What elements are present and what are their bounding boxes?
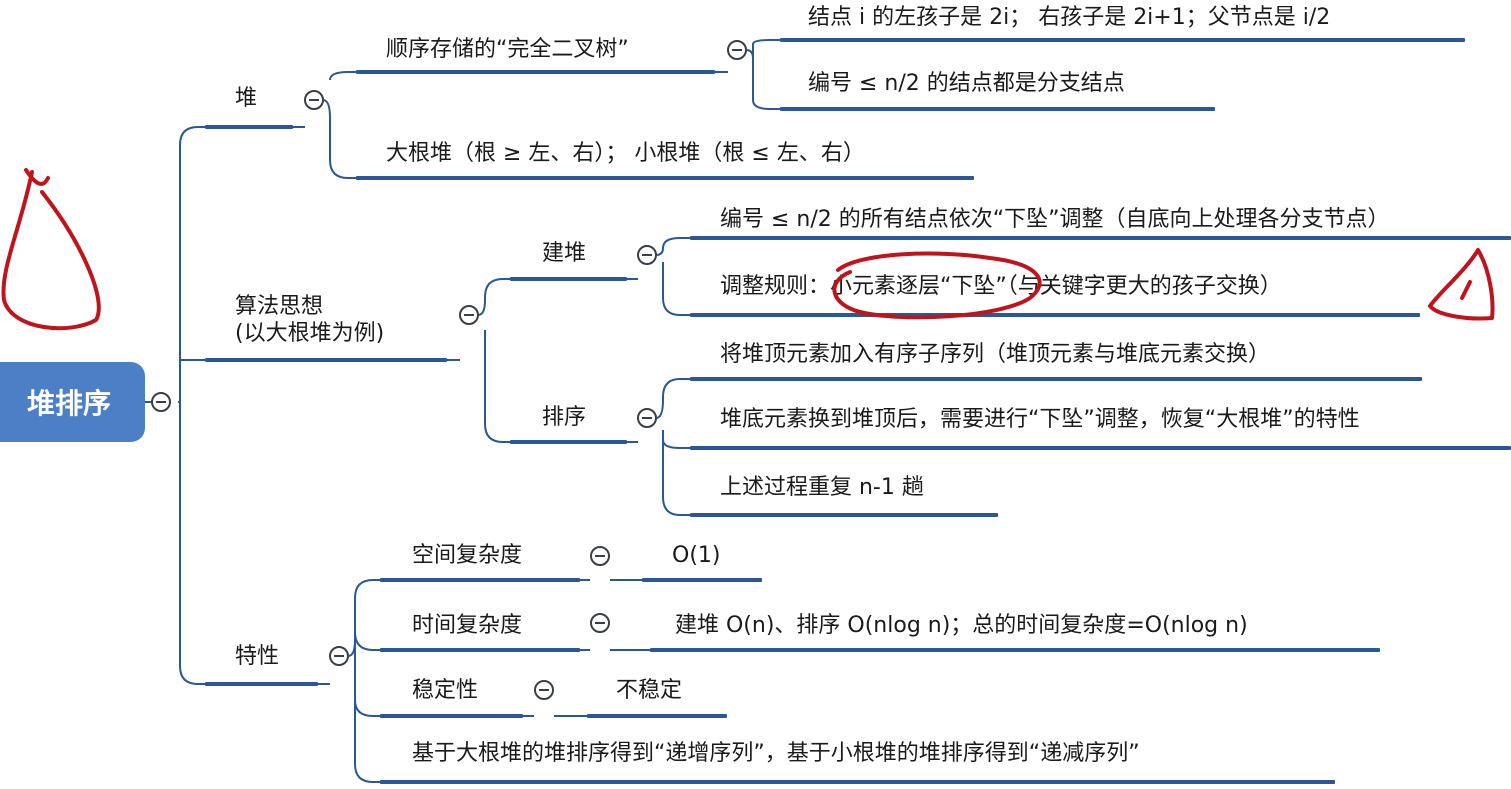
collapse-time-icon[interactable] — [590, 613, 610, 633]
node-heap-underline — [205, 125, 293, 129]
collapse-space-icon[interactable] — [590, 546, 610, 566]
collapse-sort-icon[interactable] — [637, 408, 657, 428]
node-props-underline — [205, 682, 318, 686]
node-heap-label: 堆 — [235, 86, 258, 111]
node-sort-c3-underline — [690, 513, 998, 517]
node-heap-seq-child2-underline — [780, 107, 1215, 111]
node-time-value-underline — [650, 648, 1380, 652]
node-space-value: O(1) — [672, 543, 721, 568]
node-heap-seq-underline — [356, 70, 715, 74]
node-heap-seq-child1-underline — [780, 38, 1465, 42]
node-space-underline — [380, 578, 580, 582]
node-build-c2: 调整规则：小元素逐层“下坠”（与关键字更大的孩子交换） — [720, 274, 1282, 299]
node-sort-c1: 将堆顶元素加入有序子序列（堆顶元素与堆底元素交换） — [720, 342, 1271, 367]
collapse-heap-icon[interactable] — [304, 90, 324, 110]
node-sort-c2: 堆底元素换到堆顶后，需要进行“下坠”调整，恢复“大根堆”的特性 — [720, 407, 1360, 432]
collapse-stable-icon[interactable] — [534, 680, 554, 700]
node-heap-seq-label: 顺序存储的“完全二叉树” — [386, 37, 629, 62]
node-props-note-underline — [380, 780, 1335, 784]
node-sort-c2-underline — [690, 446, 1511, 450]
node-space-label: 空间复杂度 — [412, 543, 523, 568]
collapse-algo-icon[interactable] — [459, 305, 479, 325]
node-build-label: 建堆 — [542, 241, 587, 266]
node-build-c2-underline — [690, 313, 1420, 317]
node-heap-kinds: 大根堆（根 ≥ 左、右）； 小根堆（根 ≤ 左、右） — [386, 141, 865, 166]
node-build-c1-underline — [690, 236, 1511, 240]
node-stable-label: 稳定性 — [412, 678, 479, 703]
node-build-c1: 编号 ≤ n/2 的所有结点依次“下坠”调整（自底向上处理各分支节点） — [720, 207, 1390, 232]
node-stable-underline — [380, 714, 523, 718]
root-node[interactable]: 堆排序 — [0, 362, 145, 442]
node-heap-seq-child1: 结点 i 的左孩子是 2i； 右孩子是 2i+1；父节点是 i/2 — [808, 5, 1331, 30]
node-heap-seq-child2: 编号 ≤ n/2 的结点都是分支结点 — [808, 71, 1125, 96]
node-heap-kinds-underline — [356, 176, 974, 180]
collapse-props-icon[interactable] — [329, 646, 349, 666]
node-time-label: 时间复杂度 — [412, 613, 523, 638]
node-time-value: 建堆 O(n)、排序 O(nlog n)；总的时间复杂度=O(nlog n) — [675, 613, 1248, 638]
node-sort-label: 排序 — [542, 405, 587, 430]
node-sort-underline — [510, 440, 627, 444]
node-props-note: 基于大根堆的堆排序得到“递增序列”，基于小根堆的堆排序得到“递减序列” — [412, 741, 1140, 766]
node-sort-c1-underline — [690, 377, 1422, 381]
node-build-underline — [510, 277, 627, 281]
node-stable-value-underline — [587, 714, 727, 718]
node-algo-label: 算法思想 (以大根堆为例) — [235, 294, 385, 346]
node-time-underline — [380, 648, 580, 652]
node-stable-value: 不稳定 — [616, 678, 683, 703]
collapse-build-icon[interactable] — [637, 245, 657, 265]
node-algo-underline — [205, 358, 447, 362]
node-space-value-underline — [642, 578, 762, 582]
root-label: 堆排序 — [26, 387, 111, 420]
collapse-root-icon[interactable] — [151, 392, 171, 412]
node-props-label: 特性 — [235, 644, 280, 669]
collapse-heap-seq-icon[interactable] — [727, 40, 747, 60]
node-sort-c3: 上述过程重复 n-1 趟 — [720, 475, 924, 500]
